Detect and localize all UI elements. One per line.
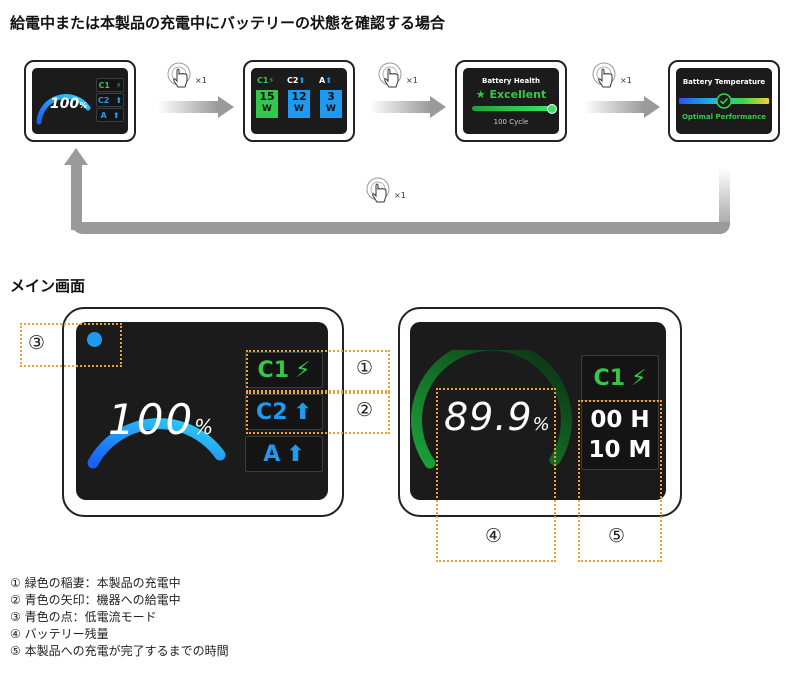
tap-count: ×1 <box>406 76 418 85</box>
tap-indicator-1: ×1 <box>167 62 207 94</box>
legend-item-4: ④ バッテリー残量 <box>10 627 109 641</box>
hand-tap-icon <box>167 62 191 88</box>
right-time-box: 00 H 10 M <box>581 400 659 470</box>
legend-item-5: ⑤ 本製品への充電が完了するまでの時間 <box>10 644 229 658</box>
hand-tap-icon <box>378 62 402 88</box>
right-gauge-arc <box>411 350 572 469</box>
legend-item-3: ③ 青色の点：低電流モード <box>10 610 157 624</box>
thumb-main-percent-unit: % <box>79 101 88 110</box>
return-loop-arrowhead <box>64 148 88 165</box>
left-port-c2: C2⬆ <box>245 394 323 430</box>
hand-tap-icon <box>366 177 390 203</box>
callout-number-3: ③ <box>28 332 46 354</box>
left-gauge-arc <box>87 418 226 469</box>
callout-box-5 <box>578 400 662 562</box>
arrow-up-icon: ⬆ <box>298 76 306 85</box>
health-cycles: 100 Cycle <box>493 118 529 126</box>
temperature-bar <box>679 93 769 109</box>
remaining-hours: 00 H <box>590 407 650 433</box>
flow-arrow-2 <box>370 101 430 113</box>
flow-arrow-3 <box>584 101 644 113</box>
screen-thumb-temperature: Battery Temperature Optimal Performance <box>668 60 780 142</box>
tap-count: ×1 <box>195 76 207 85</box>
thumb-power-c1-label: C1⚡ <box>257 76 275 85</box>
thumb-power-c2-label: C2⬆ <box>287 76 306 85</box>
flow-arrowhead-1 <box>218 96 234 118</box>
return-loop-left <box>71 164 82 230</box>
left-port-a: A⬆ <box>245 436 323 472</box>
thumb-temperature-display: Battery Temperature Optimal Performance <box>676 68 772 134</box>
temperature-status: Optimal Performance <box>681 113 767 121</box>
star-icon: ★ <box>475 88 486 101</box>
health-bar-knob <box>547 104 557 114</box>
callout-box-1 <box>246 350 390 392</box>
callout-number-2: ② <box>356 399 374 421</box>
callout-number-1: ① <box>356 357 374 379</box>
flow-arrowhead-3 <box>644 96 660 118</box>
arrow-up-icon: ⬆ <box>293 399 312 425</box>
bolt-icon: ⚡ <box>115 80 122 90</box>
screen-thumb-main: 100% C1⚡ C2⬆ A⬆ <box>24 60 136 142</box>
arrow-up-icon: ⬆ <box>325 76 332 85</box>
thumb-main-display: 100% C1⚡ C2⬆ A⬆ <box>32 68 128 134</box>
callout-number-5: ⑤ <box>608 525 626 547</box>
right-port-c1: C1⚡ <box>581 355 659 401</box>
arrow-up-icon: ⬆ <box>112 110 120 120</box>
health-title: Battery Health <box>481 77 540 85</box>
tap-count: ×1 <box>620 76 632 85</box>
check-icon <box>719 97 729 105</box>
legend-item-1: ① 緑色の稲妻：本製品の充電中 <box>10 576 181 590</box>
right-percent-value: 89.9% <box>444 395 551 439</box>
arrow-up-icon: ⬆ <box>115 95 123 105</box>
thumb-health-display: Battery Health ★ Excellent 100 Cycle <box>463 68 559 134</box>
left-percent-value: 100% <box>108 395 216 444</box>
thumb-main-percent: 100 <box>50 96 80 112</box>
tap-count: ×1 <box>394 191 406 200</box>
low-current-dot <box>87 332 102 347</box>
return-loop-right <box>719 168 730 234</box>
legend-item-2: ② 青色の矢印：機器への給電中 <box>10 593 181 607</box>
flow-arrowhead-2 <box>430 96 446 118</box>
tap-indicator-return: ×1 <box>366 177 406 209</box>
remaining-minutes: 10 M <box>588 437 652 463</box>
callout-box-2 <box>246 392 390 434</box>
tap-indicator-3: ×1 <box>592 62 632 94</box>
callout-number-4: ④ <box>485 525 503 547</box>
flow-arrow-1 <box>158 101 218 113</box>
bolt-icon: ⚡ <box>295 357 311 383</box>
temperature-title: Battery Temperature <box>682 78 766 86</box>
health-bar <box>472 106 550 111</box>
left-port-c1: C1⚡ <box>245 352 323 388</box>
thumb-port-c2: C2⬆ <box>96 93 124 107</box>
arrow-up-icon: ⬆ <box>286 441 305 467</box>
return-loop-bottom <box>71 222 730 234</box>
callout-box-3 <box>20 323 122 367</box>
tap-indicator-2: ×1 <box>378 62 418 94</box>
hand-tap-icon <box>592 62 616 88</box>
bolt-icon: ⚡ <box>268 76 275 85</box>
health-status: ★ Excellent <box>475 88 547 101</box>
page-heading: 給電中または本製品の充電中にバッテリーの状態を確認する場合 <box>10 14 446 32</box>
thumb-port-a: A⬆ <box>96 108 124 122</box>
bolt-icon: ⚡ <box>631 365 647 391</box>
thumb-port-c1: C1⚡ <box>96 78 124 92</box>
main-screen-title: メイン画面 <box>10 277 86 295</box>
screen-thumb-health: Battery Health ★ Excellent 100 Cycle <box>455 60 567 142</box>
thumb-power-a-label: A⬆ <box>319 76 332 85</box>
callout-box-4 <box>436 388 556 562</box>
